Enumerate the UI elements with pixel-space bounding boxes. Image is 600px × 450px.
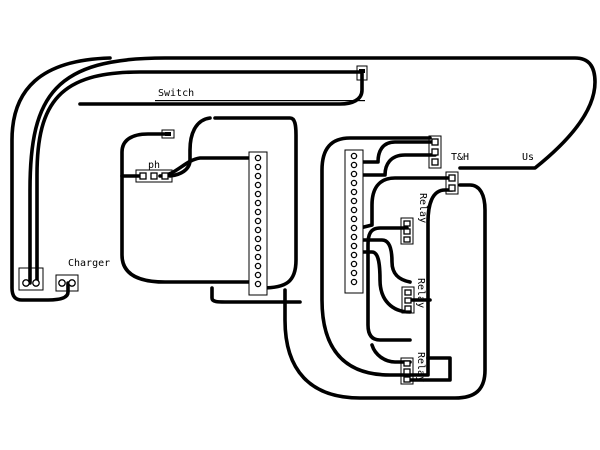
trace-charger <box>10 56 112 302</box>
label-relay-2: Relay <box>415 278 426 308</box>
relay-connector-3 <box>400 357 414 385</box>
trace-relay-3b <box>370 343 412 364</box>
trace-relay-2b <box>358 250 412 314</box>
trace-right-big-loop <box>320 136 432 377</box>
label-charger: Charger <box>68 258 110 269</box>
header-pin <box>254 172 262 180</box>
header-pin <box>254 154 262 162</box>
header-pin <box>254 199 262 207</box>
header-pin <box>254 217 262 225</box>
header-pin <box>254 235 262 243</box>
label-ph: ph <box>148 160 160 171</box>
header-pin <box>350 152 358 160</box>
header-pin <box>350 170 358 178</box>
header-pin <box>350 269 358 277</box>
header-pin <box>350 197 358 205</box>
relay-connector-1 <box>400 217 414 245</box>
left-2pin-connector <box>18 267 44 291</box>
trace-top-right <box>168 116 212 178</box>
header-left-long <box>248 151 268 296</box>
switch-bar <box>155 100 365 102</box>
trace-th-3 <box>358 176 454 230</box>
us-connector <box>445 171 459 195</box>
ph-connector <box>135 169 173 183</box>
trace-relay-3c <box>408 356 452 382</box>
small-connector <box>161 129 175 139</box>
trace-ph-right <box>158 156 260 178</box>
trace-mid-loop <box>213 116 298 290</box>
header-pin <box>254 271 262 279</box>
header-pin <box>350 242 358 250</box>
header-pin <box>254 163 262 171</box>
trace-th-1 <box>360 140 437 164</box>
header-pin <box>254 244 262 252</box>
trace-right-outer-loop <box>283 183 487 400</box>
trace-switch-down <box>78 70 364 106</box>
trace-ph-bottom <box>210 286 302 304</box>
header-pin <box>350 206 358 214</box>
trace-outer-loop <box>28 56 597 285</box>
charger-connector <box>55 274 79 292</box>
header-pin <box>254 181 262 189</box>
header-pin <box>350 260 358 268</box>
header-pin <box>350 251 358 259</box>
header-pin <box>254 262 262 270</box>
header-pin <box>350 233 358 241</box>
header-pin <box>350 161 358 169</box>
header-pin <box>254 280 262 288</box>
trace-left-ph-loop <box>120 174 260 284</box>
trace-relay-1 <box>406 188 454 377</box>
header-pin <box>254 253 262 261</box>
header-pin <box>254 190 262 198</box>
trace-switch-left <box>35 70 364 285</box>
header-pin <box>350 278 358 286</box>
header-pin <box>350 215 358 223</box>
header-right-long <box>344 149 364 294</box>
header-pin <box>350 188 358 196</box>
header-pin <box>254 226 262 234</box>
header-pin <box>350 179 358 187</box>
trace-th-2 <box>360 153 437 177</box>
th-connector <box>428 135 442 169</box>
label-relay-3: Relay <box>415 352 426 382</box>
label-switch: Switch <box>158 88 194 99</box>
switch-connector <box>356 65 368 81</box>
relay-connector-2 <box>401 286 415 314</box>
traces <box>10 56 597 400</box>
label-us: Us <box>522 152 534 163</box>
label-relay-1: Relay <box>417 193 428 223</box>
trace-ph-left <box>120 132 170 178</box>
trace-relay-1b <box>366 226 412 342</box>
header-pin <box>350 224 358 232</box>
header-pin <box>254 208 262 216</box>
trace-relay-2 <box>358 238 412 284</box>
label-th: T&H <box>451 152 469 163</box>
